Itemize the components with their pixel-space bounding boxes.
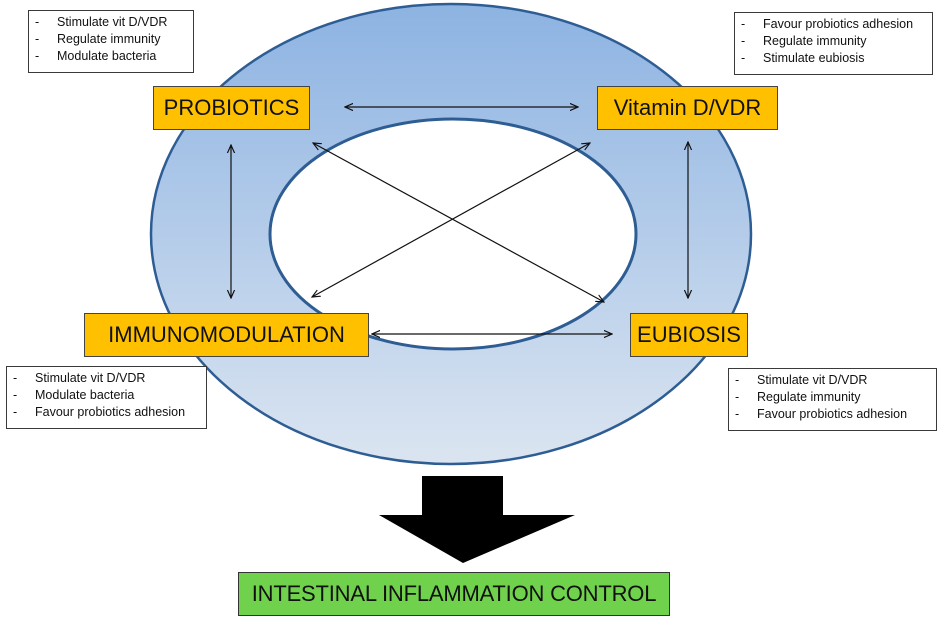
note-eubiosis: -Stimulate vit D/VDR -Regulate immunity …: [728, 368, 937, 431]
note-text: Stimulate vit D/VDR: [57, 15, 168, 29]
outcome-box: INTESTINAL INFLAMMATION CONTROL: [238, 572, 670, 616]
note-text: Stimulate vit D/VDR: [35, 371, 146, 385]
note-item: - Stimulate vit D/VDR: [735, 372, 930, 389]
note-item: - Stimulate vit D/VDR: [35, 14, 187, 31]
bullet-dash: -: [735, 407, 740, 421]
bullet-dash: -: [35, 15, 40, 29]
note-item: - Favour probiotics adhesion: [741, 16, 926, 33]
note-text: Stimulate eubiosis: [763, 51, 865, 65]
bullet-dash: -: [13, 388, 18, 402]
bullet-dash: -: [13, 371, 18, 385]
node-eubiosis: EUBIOSIS: [630, 313, 748, 357]
arrow-vitamin-d-immunomodulation: [312, 143, 590, 297]
bullet-dash: -: [741, 34, 746, 48]
note-text: Favour probiotics adhesion: [35, 405, 186, 419]
note-item: - Stimulate eubiosis: [741, 50, 926, 67]
bullet-dash: -: [35, 32, 40, 46]
note-text: Regulate immunity: [57, 32, 161, 46]
node-vitamin-d: Vitamin D/VDR: [597, 86, 778, 130]
note-item: - Favour probiotics adhesion: [735, 406, 930, 423]
note-probiotics: -Stimulate vit D/VDR -Regulate immunity …: [28, 10, 194, 73]
bullet-dash: -: [35, 49, 40, 63]
note-item: - Modulate bacteria: [13, 387, 200, 404]
note-item: - Regulate immunity: [35, 31, 187, 48]
note-item: - Modulate bacteria: [35, 48, 187, 65]
note-text: Stimulate vit D/VDR: [757, 373, 868, 387]
bullet-dash: -: [735, 390, 740, 404]
bullet-dash: -: [735, 373, 740, 387]
note-text: Favour probiotics adhesion: [757, 407, 908, 421]
note-text: Favour probiotics adhesion: [763, 17, 914, 31]
note-text: Regulate immunity: [757, 390, 861, 404]
note-item: - Favour probiotics adhesion: [13, 404, 200, 421]
note-text: Regulate immunity: [763, 34, 867, 48]
note-vitamin-d: - Favour probiotics adhesion - Regulate im…: [734, 12, 933, 75]
node-probiotics: PROBIOTICS: [153, 86, 310, 130]
down-arrow: [379, 476, 575, 563]
bullet-dash: -: [13, 405, 18, 419]
bullet-dash: -: [741, 17, 746, 31]
bullet-dash: -: [741, 51, 746, 65]
note-text: Modulate bacteria: [35, 388, 135, 402]
node-immunomodulation: IMMUNOMODULATION: [84, 313, 369, 357]
note-item: - Regulate immunity: [741, 33, 926, 50]
note-item: - Stimulate vit D/VDR: [13, 370, 200, 387]
note-item: - Regulate immunity: [735, 389, 930, 406]
note-text: Modulate bacteria: [57, 49, 157, 63]
note-immunomodulation: -Stimulate vit D/VDR -Modulate bacteria …: [6, 366, 207, 429]
